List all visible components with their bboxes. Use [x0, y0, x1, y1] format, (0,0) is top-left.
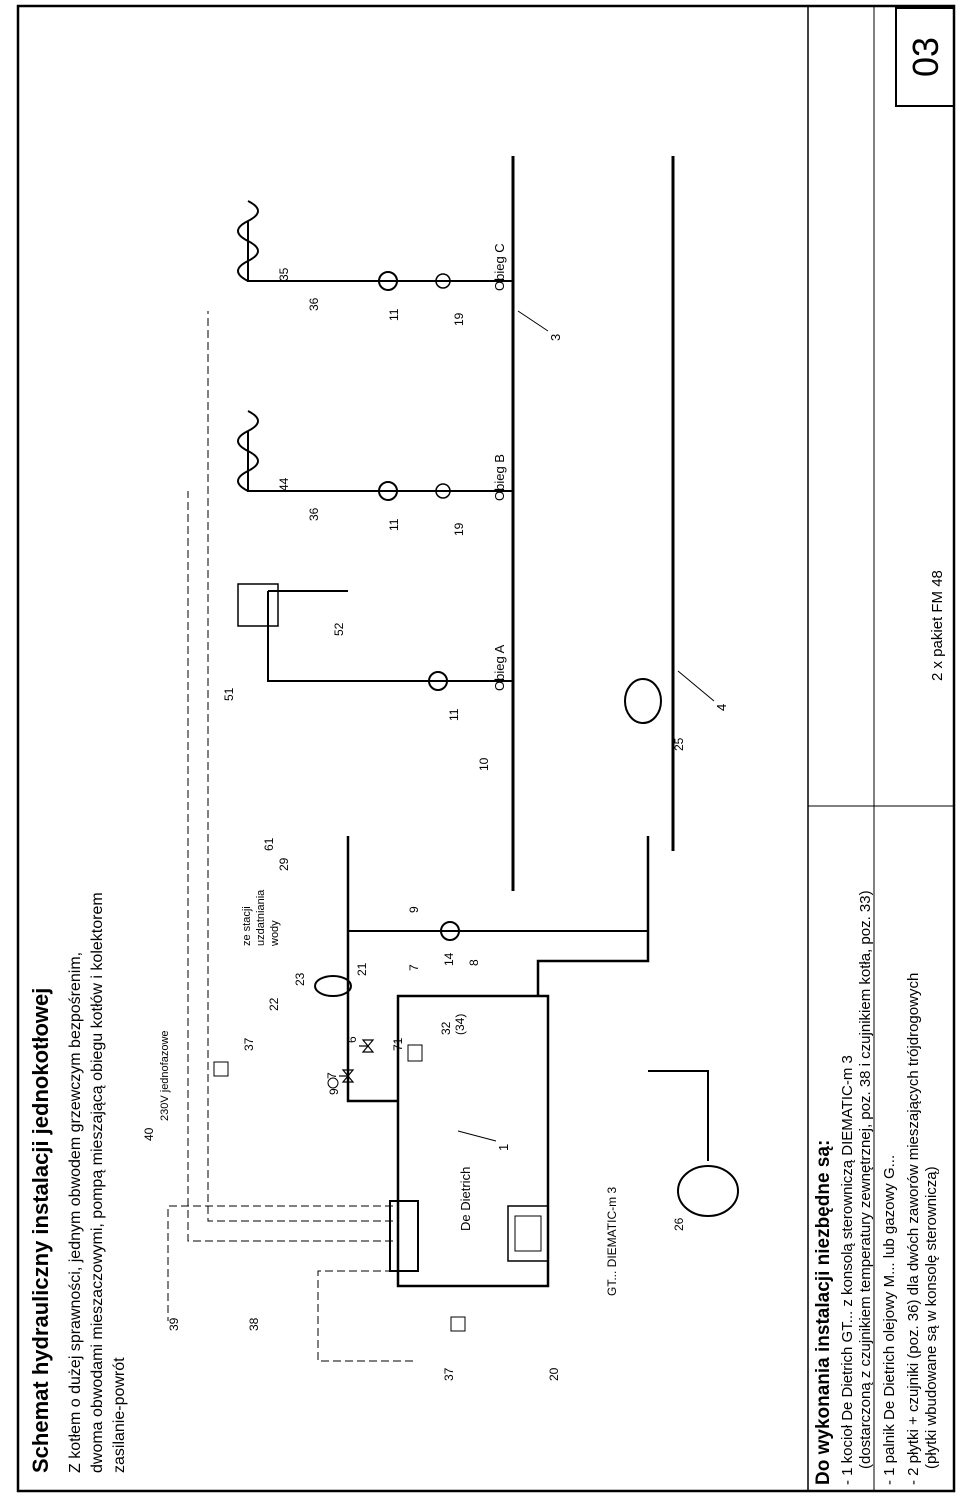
boiler-pump [440, 921, 460, 941]
description-line-1: Z kotłem o dużej sprawności, jednym obwo… [67, 952, 84, 1473]
lbl-19b: 19 [452, 522, 466, 536]
lbl-51: 51 [222, 687, 236, 701]
lbl-36b: 36 [307, 507, 321, 521]
lbl-25: 25 [672, 737, 686, 751]
mixing-valve-b [435, 483, 451, 499]
lbl-61: 61 [262, 837, 276, 851]
boiler-supply-pipe [346, 836, 398, 1103]
pump-circuit-c [378, 271, 398, 291]
lbl-20: 20 [547, 1367, 561, 1381]
water-station-2: uzdatniania [255, 889, 267, 946]
lbl-37a: 37 [242, 1037, 256, 1051]
page-number: 03 [905, 37, 946, 77]
package-note: 2 x pakiet FM 48 [929, 570, 946, 681]
lbl-6: 6 [345, 1036, 359, 1043]
description-line-2: dwoma obwodami mieszaczowymi, pompą mies… [89, 892, 106, 1473]
boiler-burner [389, 1200, 419, 1272]
boiler-return-pipe [536, 836, 650, 996]
underfloor-coil-c [237, 200, 259, 282]
voltage-note: 230V jednofazowe [159, 1030, 171, 1121]
lbl-23: 23 [293, 972, 307, 986]
lbl-35: 35 [277, 267, 291, 281]
lbl-32: 32 [439, 1021, 453, 1035]
lbl-7a: 7 [325, 1072, 339, 1079]
sensor-32 [407, 1044, 423, 1062]
description-line-3: zasilanie-powrót [111, 1357, 128, 1473]
lbl-34: (34) [453, 1014, 467, 1035]
thermometer-boiler [327, 1077, 339, 1089]
sensor-37-upper [213, 1061, 229, 1077]
circuit-b-label: Obieg B [492, 454, 507, 501]
boiler-model: GT... DIEMATIC-m 3 [605, 1187, 619, 1296]
collector-4-label: 4 [714, 704, 729, 711]
requirements-title: Do wykonania instalacji niezbędne są: [813, 1140, 834, 1485]
leader-3 [517, 310, 549, 332]
requirement-1: - 1 kocioł De Dietrich GT... z konsolą s… [839, 1055, 856, 1485]
lbl-14: 14 [442, 952, 456, 966]
lbl-11c: 11 [387, 308, 401, 321]
lbl-11a: 11 [447, 708, 461, 721]
pump-circuit-b [378, 481, 398, 501]
lbl-9b: 9 [407, 906, 421, 913]
leader-1 [457, 1130, 497, 1142]
expansion-vessel [677, 1165, 739, 1217]
lbl-9a: 9 [327, 1088, 341, 1095]
control-wiring [167, 311, 413, 1362]
lbl-10a: 10 [477, 757, 491, 771]
leader-4 [677, 670, 715, 702]
lbl-44: 44 [277, 477, 291, 491]
lbl-37b: 37 [442, 1367, 456, 1381]
lbl-29: 29 [277, 857, 291, 871]
buffer-tank [624, 678, 662, 724]
water-station-1: ze stacji [241, 906, 253, 946]
page-title: Schemat hydrauliczny instalacji jednokot… [28, 988, 53, 1473]
mixing-valve-c [435, 273, 451, 289]
pump-circuit-a [428, 671, 448, 691]
boiler-display [514, 1215, 542, 1252]
boiler-label: 1 [496, 1144, 511, 1151]
radiator-a [237, 583, 279, 627]
lbl-38: 38 [247, 1317, 261, 1331]
requirement-1b: (dostarczoną z czujnikiem temperatury ze… [857, 890, 874, 1469]
lbl-71: 71 [391, 1037, 405, 1051]
underfloor-coil-b [237, 410, 259, 492]
lbl-40: 40 [142, 1127, 156, 1141]
requirement-3b: (płytki wbudowane są w konsolę sterownic… [923, 1166, 940, 1469]
lbl-36c: 36 [307, 297, 321, 311]
circuit-a-label: Obieg A [492, 644, 507, 691]
circuit-c-label: Obieg C [492, 243, 507, 291]
lbl-52: 52 [332, 622, 346, 636]
boiler-brand: De Dietrich [458, 1167, 473, 1231]
lbl-7b: 7 [407, 964, 421, 971]
air-separator [314, 975, 352, 997]
boiler-control-panel [507, 1205, 549, 1262]
lbl-11b: 11 [387, 518, 401, 531]
lbl-22: 22 [267, 997, 281, 1011]
lbl-21a: 21 [355, 962, 369, 976]
outside-sensor [450, 1316, 466, 1332]
lbl-8a: 8 [467, 959, 481, 966]
circuit-a-supply [267, 591, 513, 682]
page-number-box [895, 7, 955, 107]
lbl-19c: 19 [452, 312, 466, 326]
requirement-3: - 2 płytki + czujniki (poz. 36) dla dwóc… [905, 973, 922, 1485]
boiler [396, 994, 550, 1288]
requirement-2: - 1 palnik De Dietrich olejowy M... lub … [881, 1155, 898, 1485]
water-station-3: wody [269, 920, 281, 947]
collector-3-label: 3 [548, 334, 563, 341]
sheet-frame [16, 4, 956, 1493]
lbl-26: 26 [672, 1217, 686, 1231]
expansion-pipe [648, 1070, 709, 1161]
rotated-drawing: Schemat hydrauliczny instalacji jednokot… [28, 6, 955, 1491]
lbl-39: 39 [167, 1317, 181, 1331]
